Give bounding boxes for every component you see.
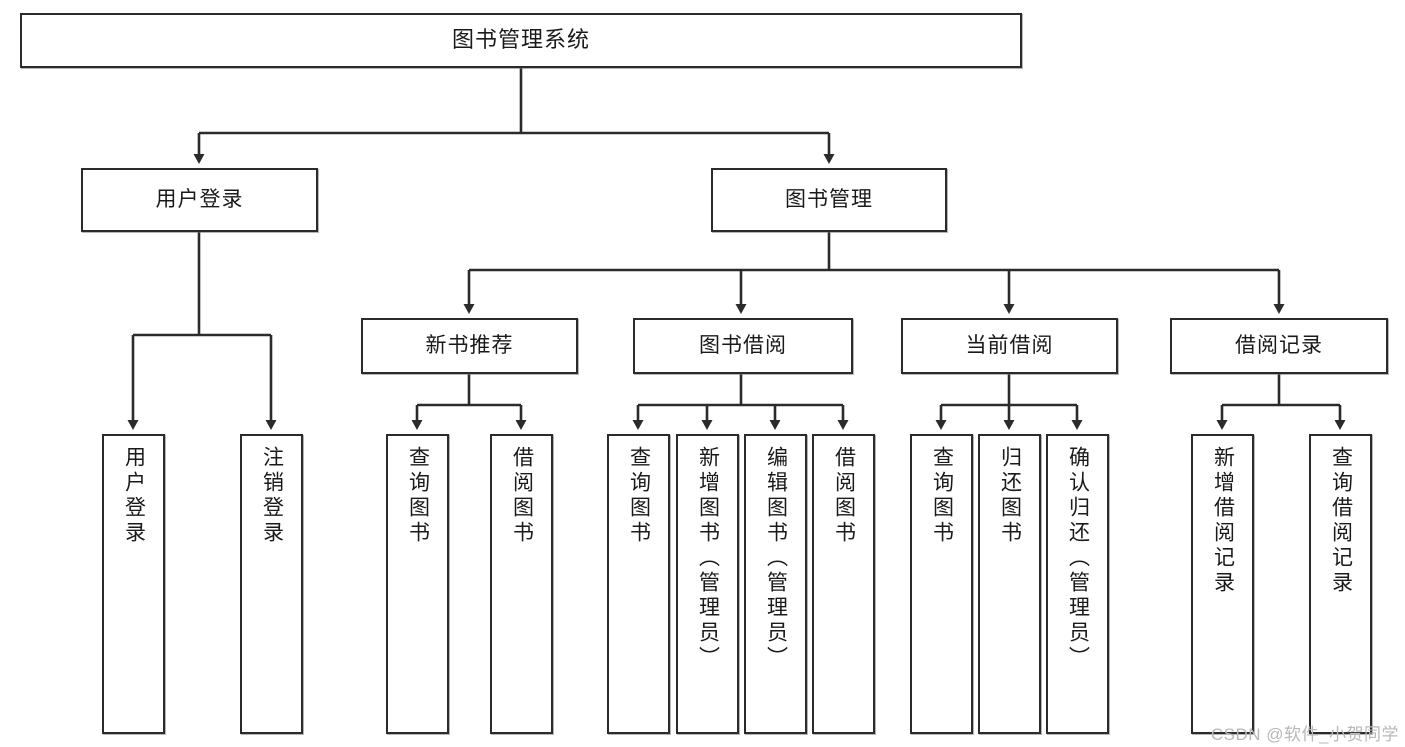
leaf-user-login-logout[interactable]: 注销登录 xyxy=(240,434,303,734)
node-label: 图书借阅 xyxy=(699,334,787,358)
node-label: 用户登录 xyxy=(155,188,244,212)
node-label: 编辑图书（管理员） xyxy=(764,446,788,671)
node-label: 借阅记录 xyxy=(1235,334,1323,358)
leaf-current-return-book[interactable]: 归还图书 xyxy=(978,434,1041,734)
node-label: 归还图书 xyxy=(998,446,1022,546)
node-current-borrow[interactable]: 当前借阅 xyxy=(901,318,1118,374)
node-user-login[interactable]: 用户登录 xyxy=(81,168,318,232)
node-label: 图书管理系统 xyxy=(451,27,590,53)
node-book-management[interactable]: 图书管理 xyxy=(711,168,947,232)
node-label: 用户登录 xyxy=(122,446,146,546)
node-label: 当前借阅 xyxy=(965,334,1054,358)
leaf-user-login-login[interactable]: 用户登录 xyxy=(102,434,165,734)
leaf-borrow-add-book-admin[interactable]: 新增图书（管理员） xyxy=(676,434,739,734)
leaf-new-book-borrow[interactable]: 借阅图书 xyxy=(490,434,553,734)
leaf-current-query-book[interactable]: 查询图书 xyxy=(910,434,973,734)
node-borrow-record[interactable]: 借阅记录 xyxy=(1170,318,1388,374)
node-label: 借阅图书 xyxy=(510,446,534,546)
leaf-record-query-record[interactable]: 查询借阅记录 xyxy=(1309,434,1372,734)
watermark: CSDN @软件_小贺同学 xyxy=(1210,725,1399,744)
node-label: 图书管理 xyxy=(785,188,873,212)
leaf-borrow-borrow-book[interactable]: 借阅图书 xyxy=(812,434,875,734)
leaf-record-add-record[interactable]: 新增借阅记录 xyxy=(1191,434,1254,734)
leaf-borrow-edit-book-admin[interactable]: 编辑图书（管理员） xyxy=(744,434,807,734)
node-book-borrow[interactable]: 图书借阅 xyxy=(633,318,853,374)
node-label: 新书推荐 xyxy=(425,334,514,358)
node-label: 确认归还（管理员） xyxy=(1066,446,1090,671)
node-label: 查询图书 xyxy=(627,446,651,546)
node-root-system[interactable]: 图书管理系统 xyxy=(20,13,1022,68)
node-label: 借阅图书 xyxy=(832,446,856,546)
node-label: 查询图书 xyxy=(930,446,954,546)
leaf-borrow-query-book[interactable]: 查询图书 xyxy=(607,434,670,734)
leaf-current-confirm-return-admin[interactable]: 确认归还（管理员） xyxy=(1046,434,1109,734)
node-label: 注销登录 xyxy=(260,446,284,546)
node-label: 查询图书 xyxy=(406,446,430,546)
node-label: 新增借阅记录 xyxy=(1211,446,1235,596)
leaf-new-book-query[interactable]: 查询图书 xyxy=(386,434,449,734)
node-label: 查询借阅记录 xyxy=(1329,446,1353,596)
node-label: 新增图书（管理员） xyxy=(696,446,720,671)
node-new-book-recommend[interactable]: 新书推荐 xyxy=(361,318,578,374)
